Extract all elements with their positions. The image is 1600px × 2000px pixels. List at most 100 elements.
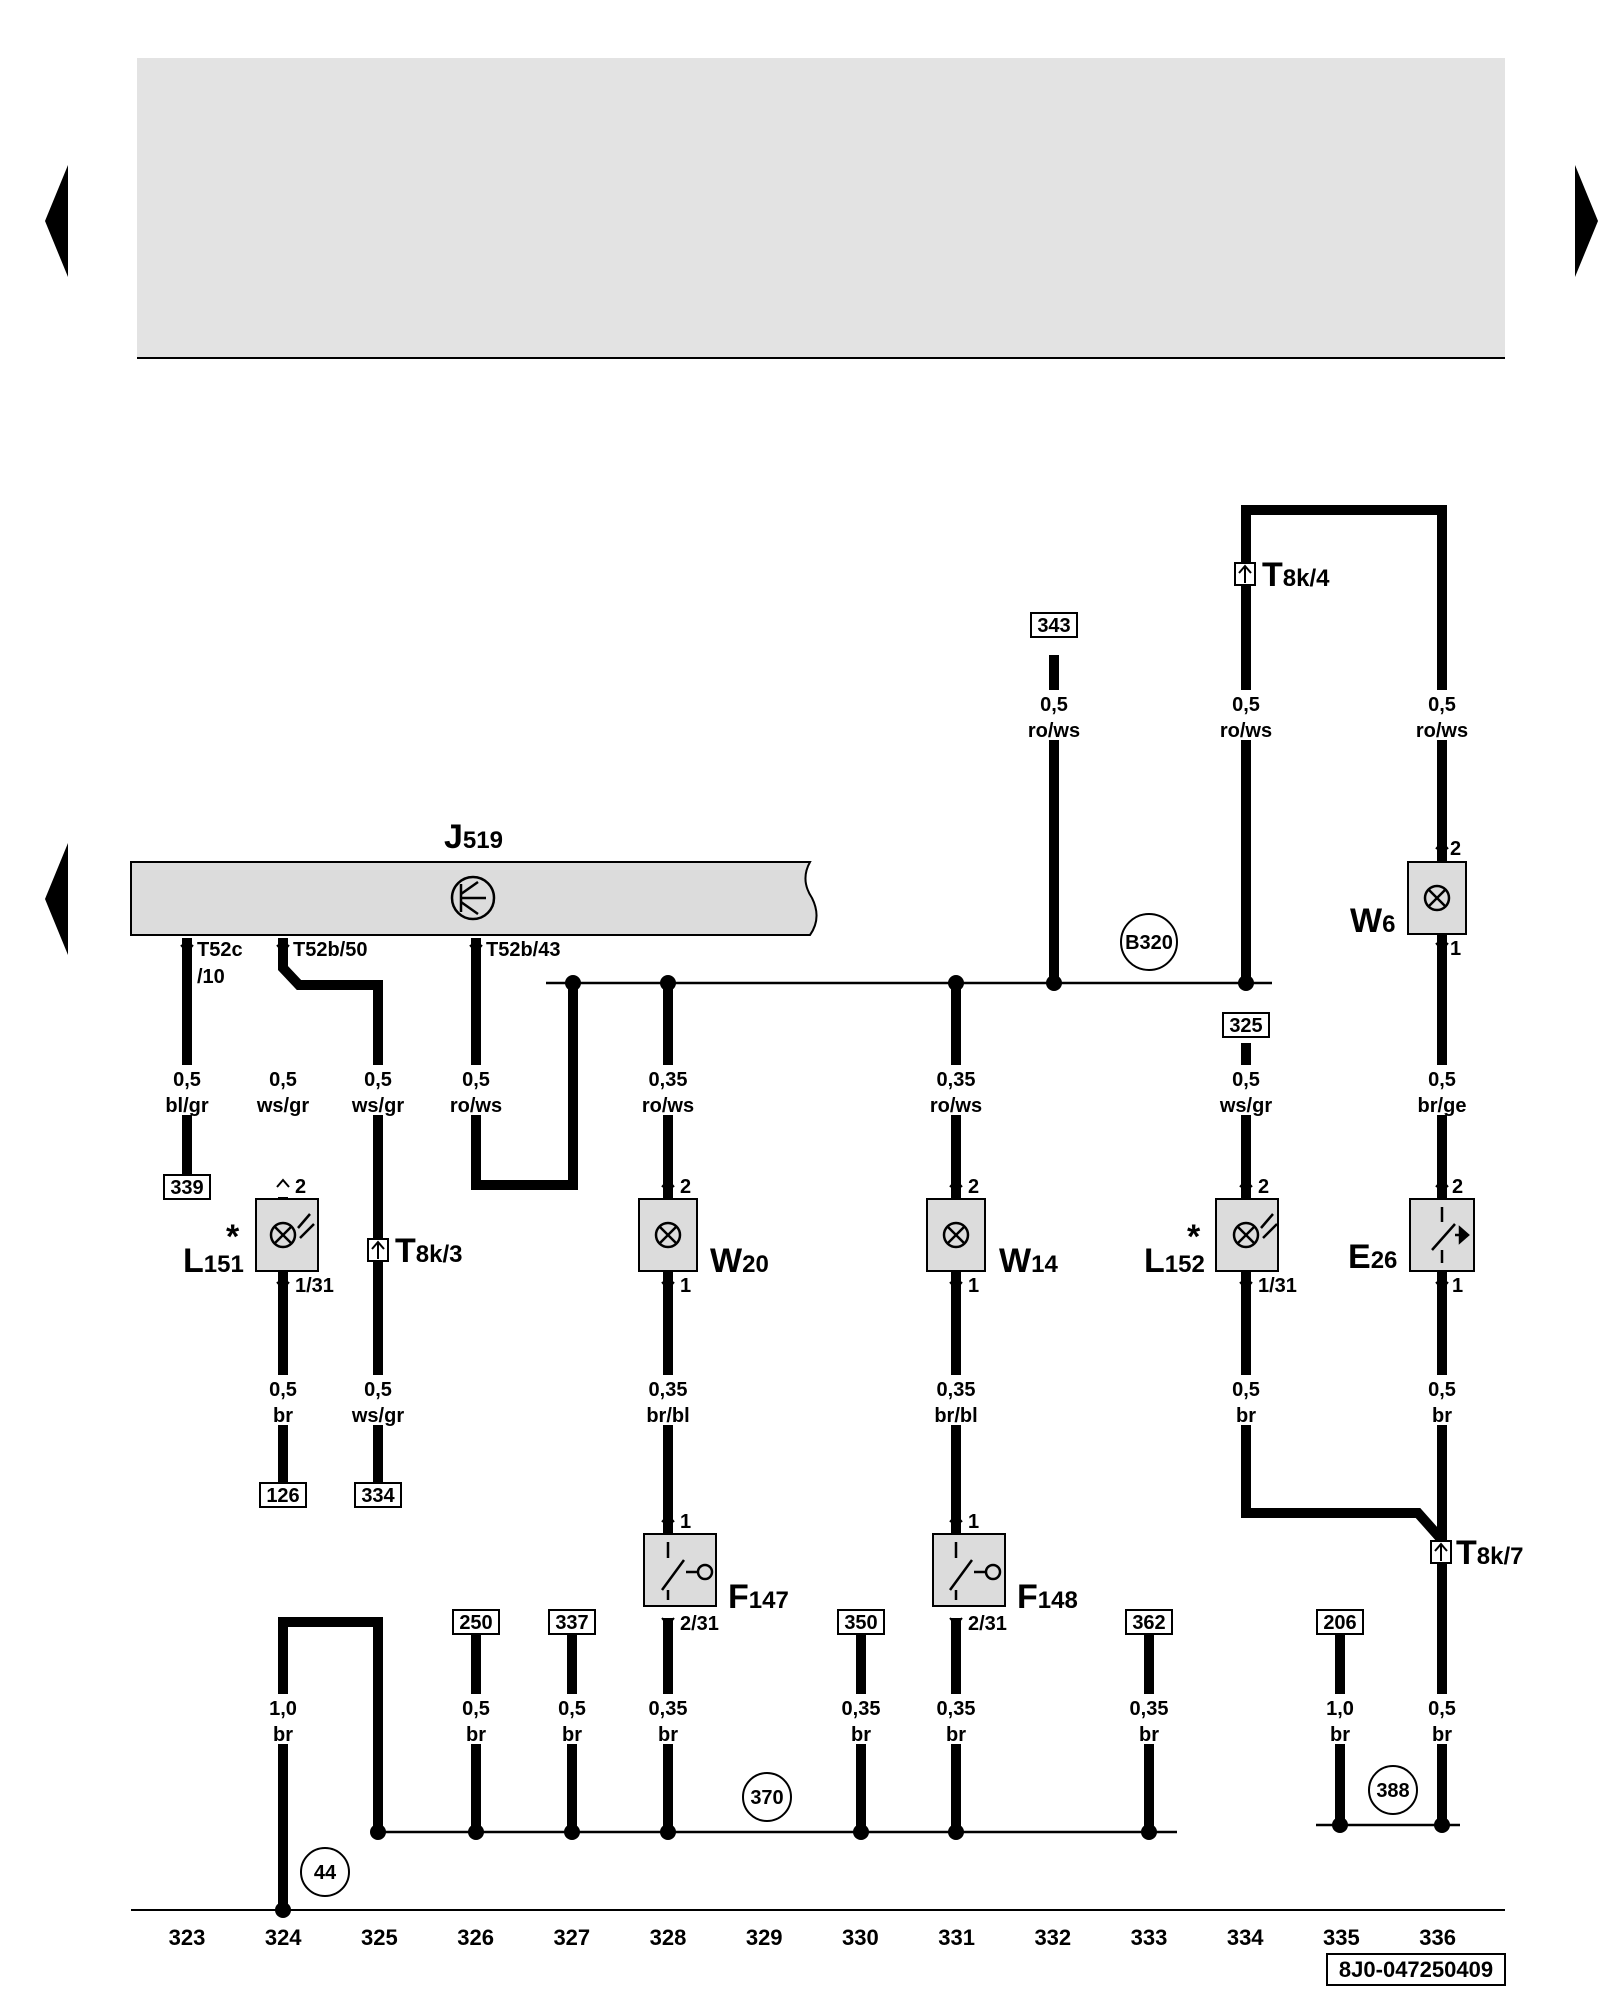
wire-331b-color: br/bl [934,1405,977,1427]
gnd-330-color: br [851,1724,871,1746]
l151-pin-131: 1/31 [295,1275,334,1297]
gnd-336-label: 0,5 [1428,1698,1456,1720]
f148-pin-231: 2/31 [968,1613,1007,1635]
ref-339-box[interactable] [163,1174,211,1200]
wire-336b-label: 0,5 [1428,1379,1456,1401]
w20-pin-2: 2 [680,1176,691,1198]
wire-343-color: ro/ws [1028,720,1080,742]
wire-331a-color: ro/ws [930,1095,982,1117]
column-number-329: 329 [746,1925,783,1950]
ref-337: 337 [555,1612,588,1634]
column-number-327: 327 [553,1925,590,1950]
junction-dots [275,975,1450,1918]
wire-328a-label: 0,35 [649,1069,688,1091]
ref-334-box[interactable] [354,1482,402,1508]
wire-324a-label: 0,5 [269,1069,297,1091]
wire-t8k4-color: ro/ws [1220,720,1272,742]
wire-331b-label: 0,35 [937,1379,976,1401]
ground-388-circle [1368,1765,1418,1815]
f147-pin-1: 1 [680,1511,691,1533]
column-number-335: 335 [1323,1925,1360,1950]
l151-bulb-box [255,1198,319,1272]
wire-334b-label: 0,5 [1232,1379,1260,1401]
next-page-arrow[interactable] [1575,165,1598,277]
prev-page-arrow[interactable] [45,165,68,277]
wire-323-color: bl/gr [165,1095,209,1117]
wire-label-bg [157,690,1472,1744]
w6-label: W6 [1350,902,1395,940]
t52c-pin-label: T52c [197,939,243,961]
wire-t8k4-label: 0,5 [1232,694,1260,716]
ref-126-box[interactable] [259,1482,307,1508]
w14-label: W14 [999,1242,1058,1280]
gnd-331-label: 0,35 [937,1698,976,1720]
ref-343-box[interactable] [1030,612,1078,638]
t52c-pin-label-2: /10 [197,966,225,988]
e26-switch-icon [1431,1207,1470,1263]
wire-w6-top-color: ro/ws [1416,720,1468,742]
l152-label: L152 [1144,1242,1205,1280]
wire-336a-label: 0,5 [1428,1069,1456,1091]
ref-325-box[interactable] [1222,1012,1270,1038]
ref-343: 343 [1037,615,1070,637]
column-number-336: 336 [1419,1925,1456,1950]
t52b50-pin-label: T52b/50 [293,939,367,961]
wire-328b-label: 0,35 [649,1379,688,1401]
f147-pin-231: 2/31 [680,1613,719,1635]
ref-250: 250 [459,1612,492,1634]
gnd-327-label: 0,5 [558,1698,586,1720]
b320-label: B320 [1125,932,1173,954]
transistor-icon [450,875,496,921]
wire-326a-label: 0,5 [462,1069,490,1091]
prev-section-arrow[interactable] [45,843,68,955]
column-number-323: 323 [169,1925,206,1950]
gnd-336-color: br [1432,1724,1452,1746]
header-band [137,58,1505,358]
gnd-333-label: 0,35 [1130,1698,1169,1720]
wire-324b-label: 0,5 [269,1379,297,1401]
gnd-324-color: br [273,1724,293,1746]
column-number-332: 332 [1034,1925,1071,1950]
wire-331a-label: 0,35 [937,1069,976,1091]
column-number-331: 331 [938,1925,975,1950]
ref-362-box[interactable] [1125,1609,1173,1635]
wire-325a-color: ws/gr [351,1095,404,1117]
gnd-335-label: 1,0 [1326,1698,1354,1720]
f148-label: F148 [1017,1578,1078,1616]
column-number-326: 326 [457,1925,494,1950]
ground-44-label: 44 [314,1862,337,1884]
w20-bulb-box [638,1198,698,1272]
f148-switch-icon [948,1542,1002,1600]
gnd-326-color: br [466,1724,486,1746]
ref-350-box[interactable] [837,1609,885,1635]
e26-pin-1: 1 [1452,1275,1463,1297]
l152-bulb-icon [1232,1213,1278,1249]
wire-325b-color: ws/gr [351,1405,404,1427]
column-number-325: 325 [361,1925,398,1950]
w20-bulb-icon [654,1221,682,1249]
w14-pin-1: 1 [968,1275,979,1297]
ref-206: 206 [1323,1612,1356,1634]
w14-bulb-icon [942,1221,970,1249]
wire-334a-label: 0,5 [1232,1069,1260,1091]
wire-334a-color: ws/gr [1219,1095,1272,1117]
gnd-328-label: 0,35 [649,1698,688,1720]
l151-bulb-icon [269,1213,315,1249]
ref-250-box[interactable] [452,1609,500,1635]
l151-pin-2: 2 [295,1176,306,1198]
wire-328a-color: ro/ws [642,1095,694,1117]
wire-325a-label: 0,5 [364,1069,392,1091]
column-number-328: 328 [650,1925,687,1950]
f147-label: F147 [728,1578,789,1616]
ref-337-box[interactable] [548,1609,596,1635]
gnd-326-label: 0,5 [462,1698,490,1720]
l152-pin-2: 2 [1258,1176,1269,1198]
column-number-333: 333 [1131,1925,1168,1950]
ref-206-box[interactable] [1316,1609,1364,1635]
gnd-335-color: br [1330,1724,1350,1746]
ref-339: 339 [170,1177,203,1199]
wire-343-label: 0,5 [1040,694,1068,716]
f147-switch-box [643,1533,717,1607]
f148-pin-1: 1 [968,1511,979,1533]
